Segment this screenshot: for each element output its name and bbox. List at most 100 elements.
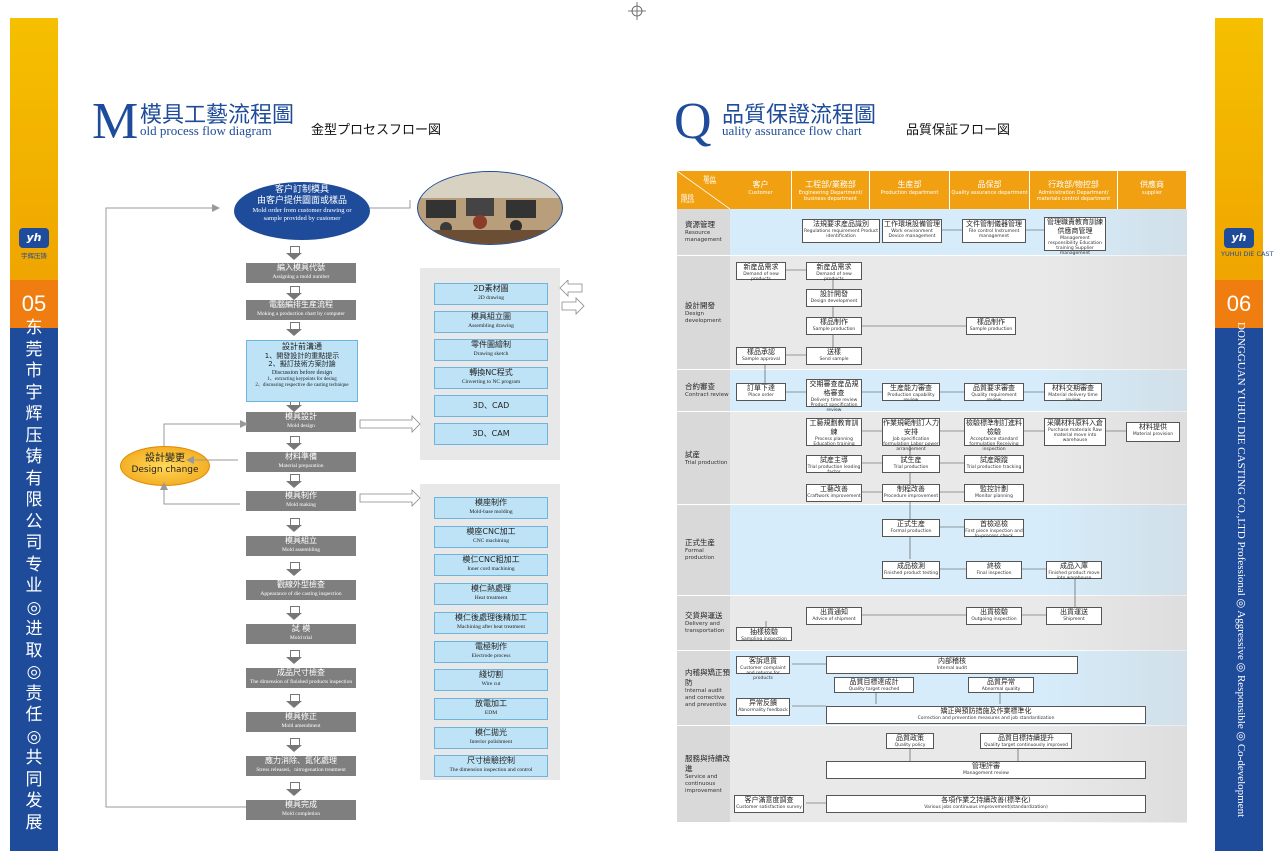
qa-box-en: Final inspection [976, 571, 1012, 576]
right-title-letter: Q [674, 93, 712, 150]
qa-box-en: First piece inspection and In–process ch… [965, 529, 1023, 539]
discussion-en: Discussion before design [271, 369, 333, 376]
qa-box-en: Formal production [890, 529, 932, 534]
qa-box-en: Quality target continuously improved [984, 743, 1068, 748]
design-tool-cn: 模具組立圖 [471, 312, 511, 321]
qa-box-en: Various jobs continuous improvement(stan… [924, 805, 1048, 810]
qa-box-en: Production capability review [887, 393, 935, 403]
qa-box-en: Procedure improvement [883, 494, 939, 499]
design-tool-cn: 3D、CAM [472, 429, 510, 438]
right-title-jp: 品質保証フロー図 [906, 123, 1011, 138]
discussion-cn: 設計前溝通 [282, 342, 322, 351]
left-vertical-slogan-text: 东莞市宇辉压铸有限公司 专业◎进取◎责任◎共同发展 [25, 318, 43, 833]
qa-box-cn: 品質目標持續提升 [998, 734, 1054, 742]
making-step-en: Wire cut [481, 681, 501, 688]
qa-box-en: Craftwork improvement [807, 494, 861, 499]
column-header-en: supplier [1141, 190, 1163, 196]
qa-box-en: Quality requirement review [971, 393, 1017, 403]
making-step-cn: 電極制作 [475, 641, 507, 651]
left-side-bar: yh 宇辉压铸 05 [10, 18, 58, 851]
flow-step-cn: 模具組立 [285, 536, 317, 545]
flow-step-cn: 成品尺寸檢查 [277, 668, 325, 677]
start-ellipse: 客户訂制模具 由客户提供圖面或樣品 Mold order from custom… [234, 182, 370, 240]
column-header-en: Production department [880, 190, 939, 196]
qa-box-en: Abnormal quality [981, 687, 1021, 692]
qa-box-en: Quality target reached [848, 687, 900, 692]
start-en: Mold order from customer drawing or samp… [252, 207, 352, 222]
qa-box-cn: 檢驗標準制訂進料檢驗 [966, 419, 1022, 436]
flow-step-en: Stress released、nitrogenation treatment [256, 767, 346, 773]
phase-en: Service and continuous improvement [685, 773, 722, 794]
phase-en: Delivery and transportation [685, 621, 725, 634]
column-header-cn: 品保部 [977, 180, 1002, 189]
design-tool-cn: 3D、CAD [472, 401, 510, 410]
flow-step-en: Mold amendment [281, 723, 321, 729]
design-tool-cn: 轉換NC程式 [469, 368, 513, 377]
making-step-cn: 模座制作 [475, 498, 507, 507]
qa-box-cn: 文件管制儀器管理 [966, 220, 1022, 228]
qa-box-cn: 試産主導 [820, 456, 848, 464]
design-change-cn: 設計變更 [145, 453, 185, 464]
column-header-cn: 供應商 [1140, 180, 1164, 189]
qa-box-en: Management review [963, 771, 1009, 776]
flow-step-en: Mold assembling [281, 547, 321, 553]
qa-box-cn: 工藝規劃教育訓練 [809, 419, 859, 436]
office-photo [417, 171, 563, 245]
phase-en: Internal audit and corrective and preven… [685, 687, 727, 708]
phase-cn: 正式生産 [685, 538, 715, 547]
qa-box-en: Finished product move into warehouse [1048, 571, 1100, 581]
column-header-en: Administration Department/ materials con… [1036, 190, 1111, 202]
qa-box-cn: 管理評審 [972, 762, 1000, 770]
making-step-en: Machining after heat treatment [457, 623, 525, 630]
phase-row-background [730, 505, 1187, 596]
column-header-en: Quality assurance department [951, 190, 1028, 196]
qa-box-cn: 工作環境設備管理 [884, 220, 940, 228]
flow-step-cn: 觀線外型檢查 [277, 580, 325, 589]
left-vertical-slogan: 东莞市宇辉压铸有限公司 专业◎进取◎责任◎共同发展 [10, 318, 58, 834]
flow-step-cn: 模具修正 [285, 712, 317, 721]
corner-unit-cn: 單位 [703, 175, 716, 183]
design-tool-en: Drawing sketch [473, 351, 509, 357]
flow-step-en: Material preparation [278, 463, 324, 469]
qa-box-en: Customer satisfaction survey [736, 805, 802, 810]
discussion-box: 設計前溝通 1、開發設計的重點提示 2、擬訂技術方案討論 Discussion … [246, 340, 358, 402]
qa-box-en: Delivery time review Product specificati… [810, 398, 858, 413]
discussion-line2: 2、擬訂技術方案討論 [268, 360, 336, 368]
qa-box-en: Outgoing inspection [971, 617, 1017, 622]
design-tool-en: Cinverting to NC program [461, 379, 521, 385]
logo-text: 宇辉压铸 [21, 252, 47, 260]
qa-box-cn: 作業規範制訂人力安排 [883, 419, 939, 436]
qa-box-cn: 内部稽核 [938, 657, 966, 665]
